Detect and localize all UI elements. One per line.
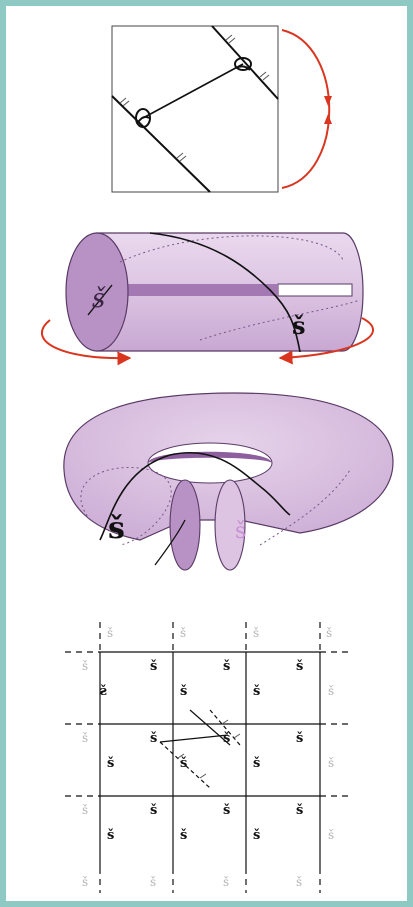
svg-text:š: š	[223, 803, 230, 818]
helical-path-line	[149, 232, 301, 353]
svg-text:š: š	[223, 875, 229, 889]
grid-solid-lines	[99, 651, 321, 868]
cap-segment	[87, 284, 113, 316]
torus-dotted-curve	[80, 466, 172, 546]
svg-text:š: š	[107, 756, 114, 771]
bold-glyphs: š š š š š š š š š	[150, 659, 303, 818]
svg-text:š: š	[296, 659, 303, 674]
arrowhead-down	[324, 96, 332, 106]
torus-glyph-faded: š	[235, 519, 246, 544]
svg-text:š: š	[180, 828, 187, 843]
svg-text:š: š	[150, 659, 157, 674]
cut-face-left	[169, 479, 201, 571]
diagonal-line-upper	[211, 25, 279, 100]
grid-panel: š š š š š š š š š š š š š š š š š š š š …	[65, 622, 350, 893]
faded-glyphs: š š š š š š š š š š š š š š	[82, 626, 334, 889]
svg-text:š: š	[150, 803, 157, 818]
torus-dotted-curve-2	[259, 469, 351, 546]
svg-text:š: š	[328, 684, 334, 698]
svg-text:š: š	[107, 626, 113, 640]
svg-text:š: š	[296, 731, 303, 746]
svg-text:š: š	[253, 626, 259, 640]
svg-text:š: š	[100, 684, 107, 699]
diagonal-line-lower	[111, 95, 211, 193]
torus-path-line	[99, 451, 291, 541]
body-glyph: š	[292, 311, 306, 340]
svg-text:š: š	[82, 731, 88, 745]
unit-square	[111, 25, 279, 193]
hook-glyph-right	[234, 57, 252, 71]
svg-text:š: š	[253, 684, 260, 699]
dotted-back-curve	[119, 235, 344, 263]
hook-glyph-left	[135, 108, 151, 128]
rotation-arrow-left	[41, 319, 132, 366]
svg-text:š: š	[82, 875, 88, 889]
svg-text:š: š	[296, 875, 302, 889]
svg-text:š: š	[180, 626, 186, 640]
rotation-arrow-right	[278, 317, 374, 365]
torus-hole	[147, 442, 273, 484]
svg-text:š: š	[82, 659, 88, 673]
svg-text:š: š	[253, 756, 260, 771]
connecting-segment	[142, 63, 244, 119]
svg-text:š: š	[223, 731, 230, 746]
svg-text:š: š	[253, 828, 260, 843]
svg-text:š: š	[328, 756, 334, 770]
cap-glyph: š	[92, 284, 106, 314]
grid-path-ticks	[177, 719, 241, 779]
svg-text:š: š	[328, 828, 334, 842]
svg-text:š: š	[223, 659, 230, 674]
tick-marks	[119, 34, 270, 162]
svg-text:š: š	[150, 875, 156, 889]
edge-identification-arrow	[281, 29, 331, 189]
svg-text:š: š	[82, 803, 88, 817]
svg-text:š: š	[107, 828, 114, 843]
grid-dashed-extensions	[65, 622, 350, 893]
grid-diagonal-path	[159, 709, 241, 789]
cylinder-cut-shade	[127, 284, 278, 296]
arrowhead-up	[324, 114, 332, 124]
svg-text:š: š	[326, 626, 332, 640]
svg-text:š: š	[180, 684, 187, 699]
torus-panel: š š	[63, 392, 394, 571]
square-panel	[111, 25, 332, 193]
cut-face-right	[214, 479, 246, 571]
torus-path-line-2	[154, 519, 186, 566]
cylinder-panel: š š	[41, 232, 374, 366]
torus-glyph-bold: š	[108, 511, 125, 546]
svg-text:š: š	[150, 731, 157, 746]
torus-hole-inner-wall	[148, 451, 272, 463]
cylinder-end-cap	[65, 232, 129, 352]
svg-text:š: š	[296, 803, 303, 818]
cylinder-cut-slot	[277, 283, 353, 297]
